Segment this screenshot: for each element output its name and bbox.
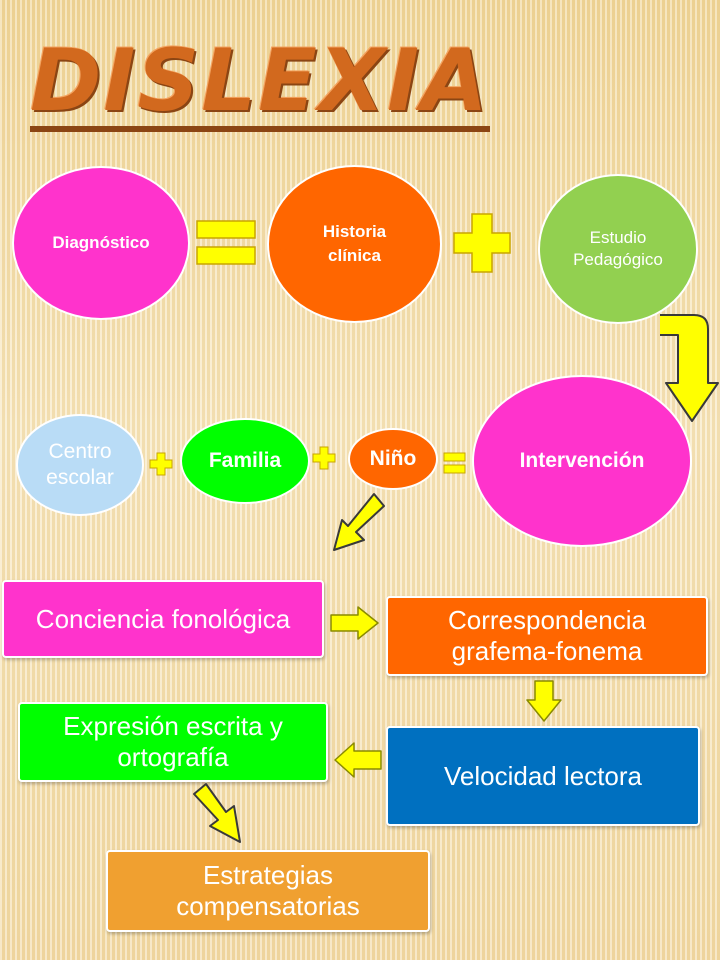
conciencia-fonologica-box: Conciencia fonológica xyxy=(2,580,324,658)
estrategias-compensatorias-box: Estrategias compensatorias xyxy=(106,850,430,932)
equals-icon-small xyxy=(443,452,466,474)
correspondencia-box: Correspondencia grafema-fonema xyxy=(386,596,708,676)
centro-escolar-node: Centro escolar xyxy=(16,414,144,516)
familia-label: Familia xyxy=(208,449,282,472)
down-arrow-icon xyxy=(526,680,562,722)
expresion-escrita-label: Expresión escrita y ortografía xyxy=(63,710,283,772)
intervencion-label: Intervención xyxy=(519,449,645,472)
page-title: DISLEXIA xyxy=(30,31,490,132)
velocidad-lectora-box: Velocidad lectora xyxy=(386,726,700,826)
historia-clinica-node: Historia clínica xyxy=(267,165,442,323)
estudio-pedagogico-label: Estudio Pedagógico xyxy=(573,227,663,269)
velocidad-lectora-label: Velocidad lectora xyxy=(443,760,643,791)
plus-icon-small-2 xyxy=(149,452,173,476)
familia-node: Familia xyxy=(180,418,310,504)
left-arrow-icon xyxy=(334,742,382,778)
expresion-escrita-box: Expresión escrita y ortografía xyxy=(18,702,328,782)
right-arrow-icon xyxy=(330,606,379,640)
equals-icon xyxy=(196,220,256,265)
diagonal-down-arrow-icon xyxy=(193,783,241,843)
conciencia-fonologica-label: Conciencia fonológica xyxy=(35,603,291,634)
plus-icon-small xyxy=(312,446,336,470)
estrategias-compensatorias-label: Estrategias compensatorias xyxy=(176,859,360,921)
historia-clinica-label: Historia clínica xyxy=(322,222,387,265)
plus-icon xyxy=(453,213,511,273)
diagonal-arrow-icon xyxy=(333,493,385,551)
estudio-pedagogico-node: Estudio Pedagógico xyxy=(538,174,698,324)
intervencion-node: Intervención xyxy=(472,375,692,547)
diagnostico-node: Diagnóstico xyxy=(12,166,190,320)
nino-label: Niño xyxy=(369,447,417,470)
diagnostico-label: Diagnóstico xyxy=(52,233,150,252)
correspondencia-label: Correspondencia grafema-fonema xyxy=(447,604,646,666)
nino-node: Niño xyxy=(348,428,438,490)
curved-arrow-icon xyxy=(660,314,719,422)
centro-escolar-label: Centro escolar xyxy=(46,439,114,489)
